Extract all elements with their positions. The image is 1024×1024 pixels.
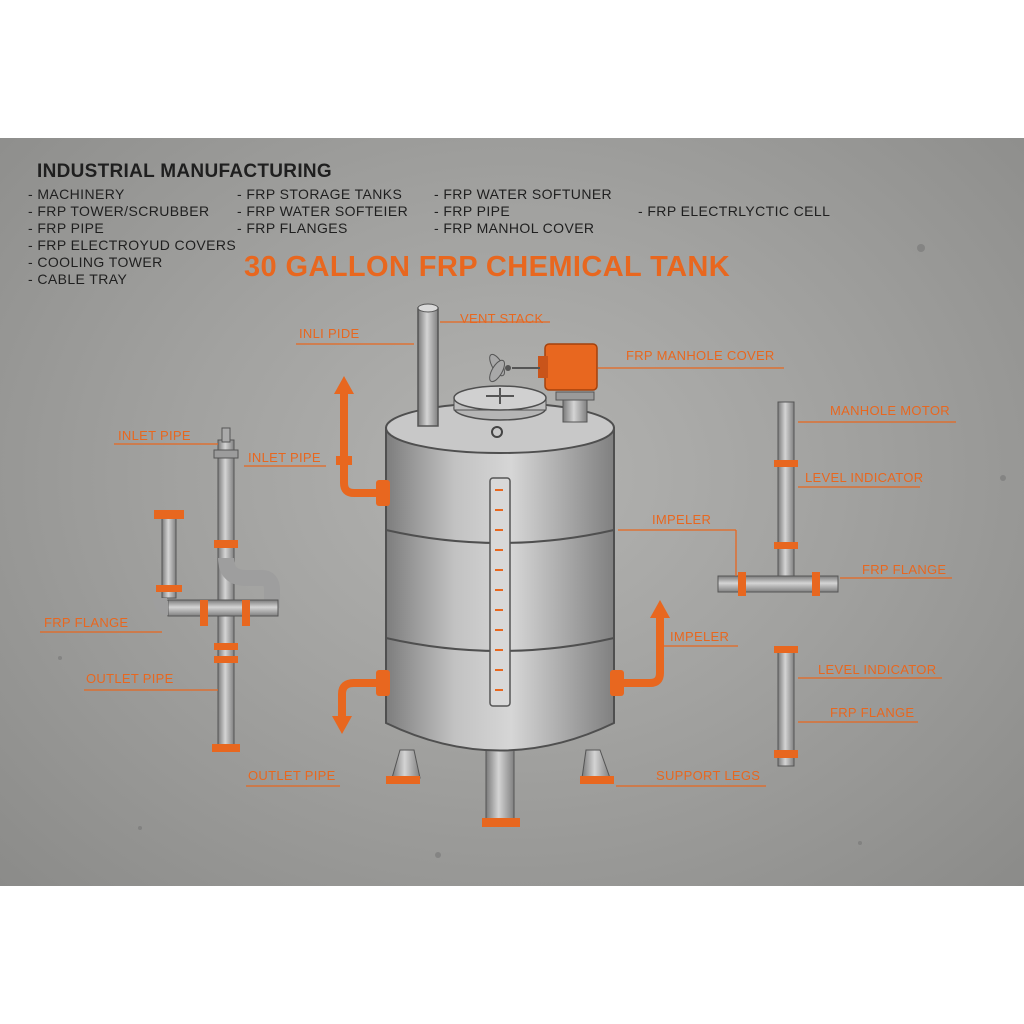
- right-pipe-assembly-top: [717, 401, 839, 596]
- label-level-indicator-top: LEVEL INDICATOR: [805, 470, 924, 485]
- label-inlet-pipe-mid: INLET PIPE: [248, 450, 321, 465]
- manhole-motor: [489, 343, 598, 423]
- leader-lines: [40, 321, 956, 787]
- nav-item-cooling-tower[interactable]: - COOLING TOWER: [28, 254, 163, 270]
- nav-item-frp-electroyud-covers[interactable]: - FRP ELECTROYUD COVERS: [28, 237, 237, 253]
- label-manhole-cover: FRP MANHOLE COVER: [626, 348, 775, 363]
- nav-item-frp-pipe[interactable]: - FRP PIPE: [28, 220, 105, 236]
- nav-item-frp-water-softeier[interactable]: - FRP WATER SOFTEIER: [237, 203, 409, 219]
- nav-item-frp-electrlyctic-cell[interactable]: - FRP ELECTRLYCTIC CELL: [638, 203, 831, 219]
- label-outlet-pipe-bottom: OUTLET PIPE: [248, 768, 336, 783]
- concrete-texture: [58, 244, 1006, 858]
- label-frp-flange-bottom: FRP FLANGE: [830, 705, 915, 720]
- diagram-board: [0, 138, 1024, 886]
- right-nozzle: [610, 600, 670, 696]
- industry-heading: INDUSTRIAL MANUFACTURING: [37, 161, 333, 182]
- level-gauge: [489, 477, 511, 707]
- nav-item-frp-storage-tanks[interactable]: - FRP STORAGE TANKS: [237, 186, 403, 202]
- label-vent-stack: VENT STACK: [460, 311, 544, 326]
- inlet-nozzle: [334, 376, 390, 506]
- nav-item-frp-pipe-2[interactable]: - FRP PIPE: [434, 203, 511, 219]
- left-pipe-assembly: [153, 427, 280, 752]
- tank-diagram-svg: [40, 244, 1006, 858]
- nav-item-cable-tray[interactable]: - CABLE TRAY: [28, 271, 128, 287]
- right-pipe-assembly-bottom: [774, 646, 798, 767]
- nav-item-frp-flanges[interactable]: - FRP FLANGES: [237, 220, 348, 236]
- nav-item-frp-tower-scrubber[interactable]: - FRP TOWER/SCRUBBER: [28, 203, 210, 219]
- label-outlet-pipe-left: OUTLET PIPE: [86, 671, 174, 686]
- nav-item-frp-water-softuner[interactable]: - FRP WATER SOFTUNER: [434, 186, 613, 202]
- nav-item-frp-manhol-cover[interactable]: - FRP MANHOL COVER: [434, 220, 595, 236]
- label-inlet-pipe-top: INLI PIDE: [299, 326, 360, 341]
- support-legs: [386, 747, 614, 827]
- label-frp-flange-right: FRP FLANGE: [862, 562, 947, 577]
- chemical-tank: [385, 385, 615, 827]
- outlet-nozzle: [332, 670, 390, 734]
- label-level-indicator-bottom: LEVEL INDICATOR: [818, 662, 937, 677]
- label-impeller-mid: IMPELER: [670, 629, 730, 644]
- label-support-legs: SUPPORT LEGS: [656, 768, 761, 783]
- vent-stack: [417, 303, 439, 427]
- label-manhole-motor: MANHOLE MOTOR: [830, 403, 950, 418]
- diagram-title: 30 GALLON FRP CHEMICAL TANK: [244, 251, 731, 283]
- label-inlet-pipe-left: INLET PIPE: [118, 428, 191, 443]
- label-frp-flange-left: FRP FLANGE: [44, 615, 129, 630]
- nav-item-machinery[interactable]: - MACHINERY: [28, 186, 125, 202]
- label-impeller-top: IMPELER: [652, 512, 712, 527]
